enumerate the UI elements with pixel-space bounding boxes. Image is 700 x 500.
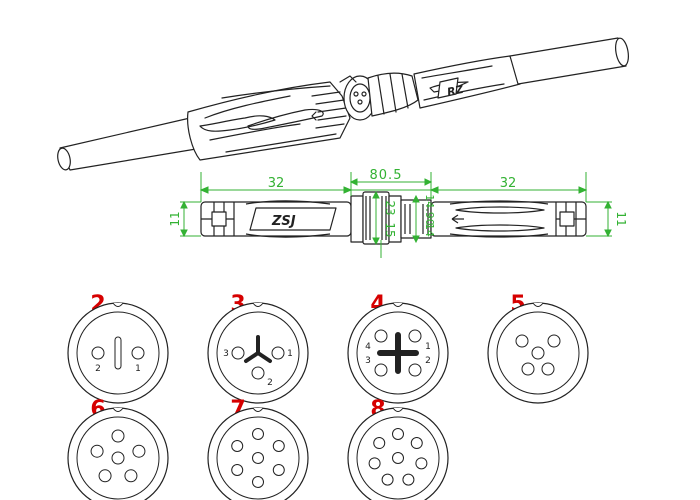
pin-socket [521, 362, 535, 376]
dim-right-diameter-label: 11 [614, 211, 628, 226]
coupling-nut [339, 72, 419, 121]
pin-number: 1 [287, 349, 293, 359]
left-connector-body [187, 81, 351, 161]
pin-socket [252, 476, 264, 488]
pin-number: 2 [95, 364, 101, 374]
key-notch [392, 302, 404, 307]
brand-mark-left: ZSJ [271, 214, 296, 229]
pin-socket [252, 428, 264, 440]
connector-side-view: ZSJ [200, 191, 587, 245]
key-notch [532, 302, 544, 307]
pin-socket [252, 452, 264, 464]
pin-socket [392, 428, 404, 440]
pin-socket [415, 457, 428, 470]
dim-coupling-right-inner-label: 14 [423, 223, 436, 237]
key-notch [252, 407, 264, 412]
pin-socket [91, 346, 105, 360]
pin-number: 3 [223, 349, 229, 359]
pin-socket [231, 440, 244, 452]
pin-socket [368, 457, 381, 470]
pin-socket [374, 329, 388, 343]
pin-socket [272, 440, 285, 452]
pin-socket [531, 346, 545, 360]
right-connector-body: RZ [413, 55, 521, 109]
key-notch [112, 302, 124, 307]
pin-socket [408, 329, 422, 343]
pin-socket [231, 346, 245, 360]
pinout-8-pin: 8 [347, 397, 449, 500]
side-left-body: ZSJ [200, 200, 352, 238]
pin-socket [381, 473, 394, 486]
brand-mark-right: RZ [446, 83, 466, 99]
connector-face-inner [356, 311, 440, 395]
connector-face-inner [216, 416, 300, 500]
key-notch [112, 407, 124, 412]
pin-number: 2 [267, 378, 273, 388]
dimension-lines [180, 172, 612, 258]
pin-socket [111, 451, 125, 465]
pin-socket [231, 464, 244, 476]
pin-number: 4 [365, 342, 371, 352]
pin-number: 1 [425, 342, 431, 352]
pin-socket [131, 346, 145, 360]
pinout-6-pin: 6 [67, 397, 169, 500]
dim-right-length-label: 32 [500, 176, 517, 191]
connector-face-inner [76, 311, 160, 395]
pin-socket [410, 437, 423, 450]
right-cable [509, 37, 629, 85]
connector-face-inner [216, 311, 300, 395]
pin-socket [408, 363, 422, 377]
key-bar [114, 336, 122, 370]
dim-left-length-label: 32 [268, 176, 285, 191]
pin-socket [132, 444, 146, 458]
pin-number: 3 [365, 356, 371, 366]
dim-left-diameter-label: 11 [168, 211, 182, 226]
pin-socket [90, 444, 104, 458]
pinout-5-pin: 5 [487, 292, 589, 404]
key-cross [377, 332, 419, 374]
connector-isometric: RZ [57, 37, 629, 171]
connector-face-inner [356, 416, 440, 500]
dim-coupling-inner-label: 15 [383, 222, 397, 237]
pin-socket [373, 437, 386, 450]
side-right-body [430, 200, 587, 238]
key-notch [392, 407, 404, 412]
connector-face-inner [496, 311, 580, 395]
left-cable [57, 117, 203, 171]
dimension-labels: 80.5 32 32 11 11 23 15 14.90 14 [168, 168, 628, 238]
dim-coupling-outer-label: 23 [383, 200, 397, 215]
pin-socket [547, 334, 561, 348]
pin-socket [402, 473, 415, 486]
pin-socket [272, 464, 285, 476]
connector-face-inner [76, 416, 160, 500]
pin-socket [515, 334, 529, 348]
pin-socket [98, 469, 112, 483]
key-star [244, 335, 272, 363]
pin-socket [111, 429, 125, 443]
pin-number: 2 [425, 356, 431, 366]
pin-socket [374, 363, 388, 377]
dim-coupling-right-outer-label: 14.90 [423, 194, 436, 226]
pin-socket [271, 346, 285, 360]
dim-overall-label: 80.5 [370, 168, 403, 183]
pinout-7-pin: 7 [207, 397, 309, 500]
pin-socket [251, 366, 265, 380]
pin-socket [392, 452, 404, 464]
key-notch [252, 302, 264, 307]
pin-socket [124, 469, 138, 483]
pin-number: 1 [135, 364, 141, 374]
pin-socket [541, 362, 555, 376]
